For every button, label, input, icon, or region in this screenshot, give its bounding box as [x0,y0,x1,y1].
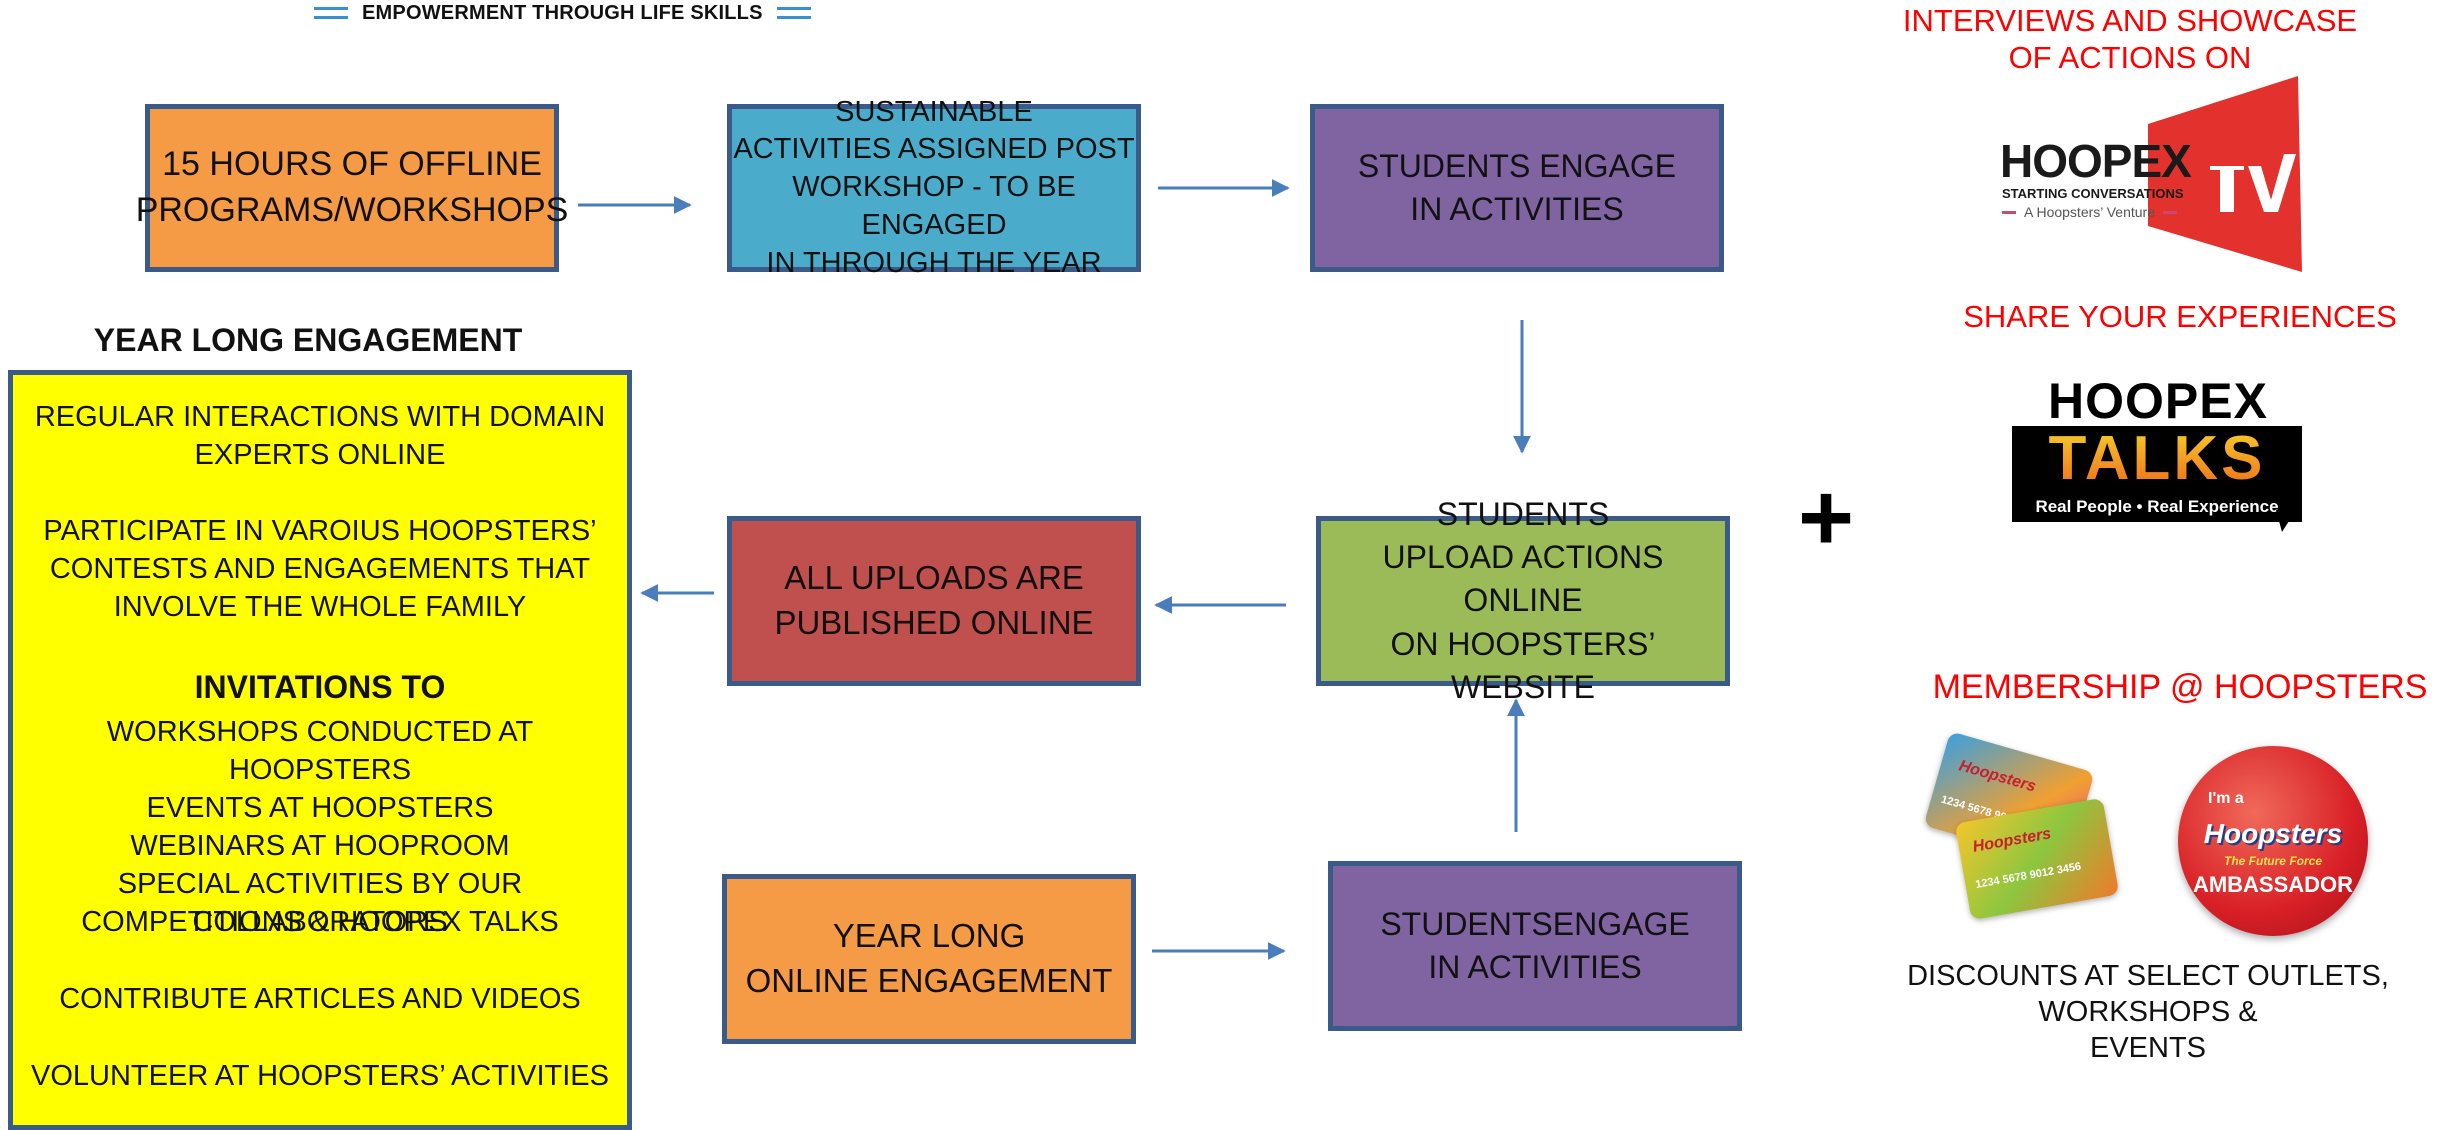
header-right-lines-icon [776,7,811,19]
year-long-item-competitions: COMPETITIONS & HOOPEX TALKS [81,906,559,938]
header-title: EMPOWERMENT THROUGH LIFE SKILLS [362,1,763,24]
hoopex-tv-venture-row: A Hoopsters’ Venture [2002,204,2178,220]
box-students-engage-2-text: STUDENTSENGAGE IN ACTIVITIES [1380,905,1690,985]
year-long-item-invitations: WORKSHOPS CONDUCTED AT HOOPSTERS EVENTS … [106,716,534,938]
hoopex-tv-tagline: STARTING CONVERSATIONS [2002,186,2184,201]
box-students-upload-text: STUDENTS UPLOAD ACTIONS ONLINE ON HOOPST… [1382,496,1664,705]
membership-card-front-brand: Hoopsters [1971,825,2053,856]
box-online-engagement-text: YEAR LONG ONLINE ENGAGEMENT [745,917,1113,999]
membership-card-back-brand: Hoopsters [1956,757,2038,796]
box-students-engage: STUDENTS ENGAGE IN ACTIVITIES [1310,104,1724,272]
year-long-item-contests: PARTICIPATE IN VAROIUS HOOPSTERS’ CONTES… [43,515,597,623]
membership-card-front-number: 1234 5678 9012 3456 [1974,860,2083,891]
box-students-upload: STUDENTS UPLOAD ACTIONS ONLINE ON HOOPST… [1316,496,1730,705]
year-long-item-interactions: REGULAR INTERACTIONS WITH DOMAIN EXPERTS… [34,401,606,471]
hoopex-tv-logo: HOOPEX STARTING CONVERSATIONS A Hoopster… [1998,76,2308,272]
interviews-heading: INTERVIEWS AND SHOWCASE OF ACTIONS ON [1902,3,2358,75]
box-sustainable-activities: SUSTAINABLE ACTIVITIES ASSIGNED POST WOR… [727,96,1141,279]
header-left-lines-icon [314,7,348,19]
year-long-panel: REGULAR INTERACTIONS WITH DOMAIN EXPERTS… [8,370,632,1130]
ambassador-badge-top: I'm a [2208,790,2244,807]
hoopex-talks-tagline: Real People • Real Experience [2035,497,2279,516]
speech-tail-icon [2276,510,2296,532]
share-heading: SHARE YOUR EXPERIENCES [1963,299,2397,334]
year-long-title: YEAR LONG ENGAGEMENT [93,322,523,358]
ambassador-badge-sub: The Future Force [2223,854,2322,868]
hoopex-tv-venture: A Hoopsters’ Venture [2024,204,2156,220]
venture-left-dash [2002,210,2016,214]
box-sustainable-activities-text: SUSTAINABLE ACTIVITIES ASSIGNED POST WOR… [733,95,1135,279]
ambassador-badge-brand: Hoopsters [2203,818,2343,849]
hoopex-talks-word: HOOPEX [2048,373,2268,429]
box-uploads-published-text: ALL UPLOADS ARE PUBLISHED ONLINE [774,559,1094,641]
box-students-engage-2: STUDENTSENGAGE IN ACTIVITIES [1328,861,1742,1031]
venture-right-dash [2163,210,2178,214]
hoopex-talks-tagline-bar: Real People • Real Experience [2012,492,2302,522]
hoopex-talks-banner: TALKS [2012,426,2302,492]
header-bar: EMPOWERMENT THROUGH LIFE SKILLS [314,0,811,26]
box-students-engage-text: STUDENTS ENGAGE IN ACTIVITIES [1357,147,1677,227]
box-offline-programs-text: 15 HOURS OF OFFLINE PROGRAMS/WORKSHOPS [135,145,569,229]
hoopex-tv-red-shape [2148,76,2302,272]
box-online-engagement: YEAR LONG ONLINE ENGAGEMENT [722,874,1136,1044]
year-long-item-articles: CONTRIBUTE ARTICLES AND VIDEOS [59,983,581,1015]
box-uploads-published: ALL UPLOADS ARE PUBLISHED ONLINE [727,516,1141,686]
plus-sign: + [1798,464,1855,571]
hoopex-tv-word: HOOPEX [2000,135,2192,187]
membership-cards-image: Hoopsters 1234 5678 9012 3456 Hoopsters … [1923,731,2128,924]
discounts-text: DISCOUNTS AT SELECT OUTLETS, WORKSHOPS &… [1907,960,2389,1064]
membership-heading: MEMBERSHIP @ HOOPSTERS [1932,668,2428,706]
box-offline-programs: 15 HOURS OF OFFLINE PROGRAMS/WORKSHOPS [136,104,568,272]
ambassador-badge-role: AMBASSADOR [2192,872,2354,897]
ambassador-badge: I'm a Hoopsters The Future Force AMBASSA… [2178,746,2368,936]
hoopex-talks-talks-word: TALKS [2012,426,2302,492]
hoopex-talks-logo: HOOPEX TALKS Real People • Real Experien… [2012,373,2308,532]
year-long-item-volunteer: VOLUNTEER AT HOOPSTERS’ ACTIVITIES [31,1060,609,1092]
year-long-invitations-title: INVITATIONS TO [194,669,446,705]
